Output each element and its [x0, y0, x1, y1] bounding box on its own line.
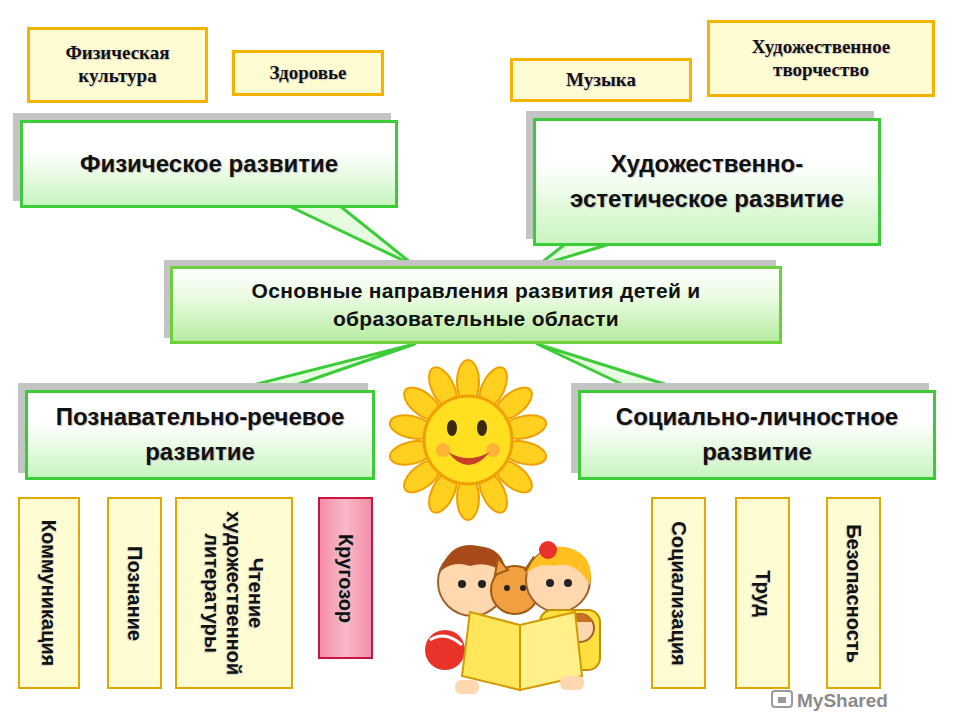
box-label: Социально-личностное развитие [595, 400, 919, 470]
vertical-label: Чтение художественной литературы [177, 499, 291, 687]
subject-box: Физическая культура [27, 27, 208, 103]
box-label: Музыка [566, 69, 636, 92]
direction-callout: Социально-личностное развитие [578, 390, 936, 480]
subject-box: Здоровье [232, 50, 384, 96]
vertical-label: Коммуникация [20, 499, 78, 687]
area-column: Познание [107, 497, 162, 689]
vertical-label: Труд [737, 499, 788, 687]
area-column: Безопасность [826, 497, 881, 689]
children-reading-illustration [425, 541, 600, 694]
box-label: Познавательно-речевое развитие [42, 400, 358, 470]
callout-tail [537, 344, 696, 394]
area-column: Труд [735, 497, 790, 689]
area-column: Социализация [651, 497, 706, 689]
direction-callout: Художественно-эстетическое развитие [533, 118, 881, 246]
vertical-label: Безопасность [828, 499, 879, 687]
box-label: Основные направления развития детей и об… [187, 277, 765, 334]
vertical-label: Кругозор [320, 499, 371, 657]
callout-tail [218, 344, 415, 394]
sun-illustration [388, 360, 549, 520]
watermark-icon [772, 691, 792, 707]
subject-box: Музыка [510, 58, 692, 102]
area-column: Коммуникация [18, 497, 80, 689]
direction-callout: Физическое развитие [20, 120, 398, 208]
box-label: Физическое развитие [80, 147, 338, 182]
box-label: Физическая культура [38, 42, 197, 88]
box-label: Художественное творчество [718, 36, 924, 82]
watermark: MyShared [797, 690, 888, 712]
callout-tail [285, 204, 415, 266]
box-label: Художественно-эстетическое развитие [550, 147, 864, 217]
vertical-label: Социализация [653, 499, 704, 687]
box-label: Здоровье [269, 62, 346, 85]
direction-callout: Познавательно-речевое развитие [25, 390, 375, 480]
area-column: Кругозор [318, 497, 373, 659]
subject-box: Художественное творчество [707, 20, 935, 97]
central-box: Основные направления развития детей и об… [170, 266, 782, 344]
vertical-label: Познание [109, 499, 160, 687]
area-column: Чтение художественной литературы [175, 497, 293, 689]
